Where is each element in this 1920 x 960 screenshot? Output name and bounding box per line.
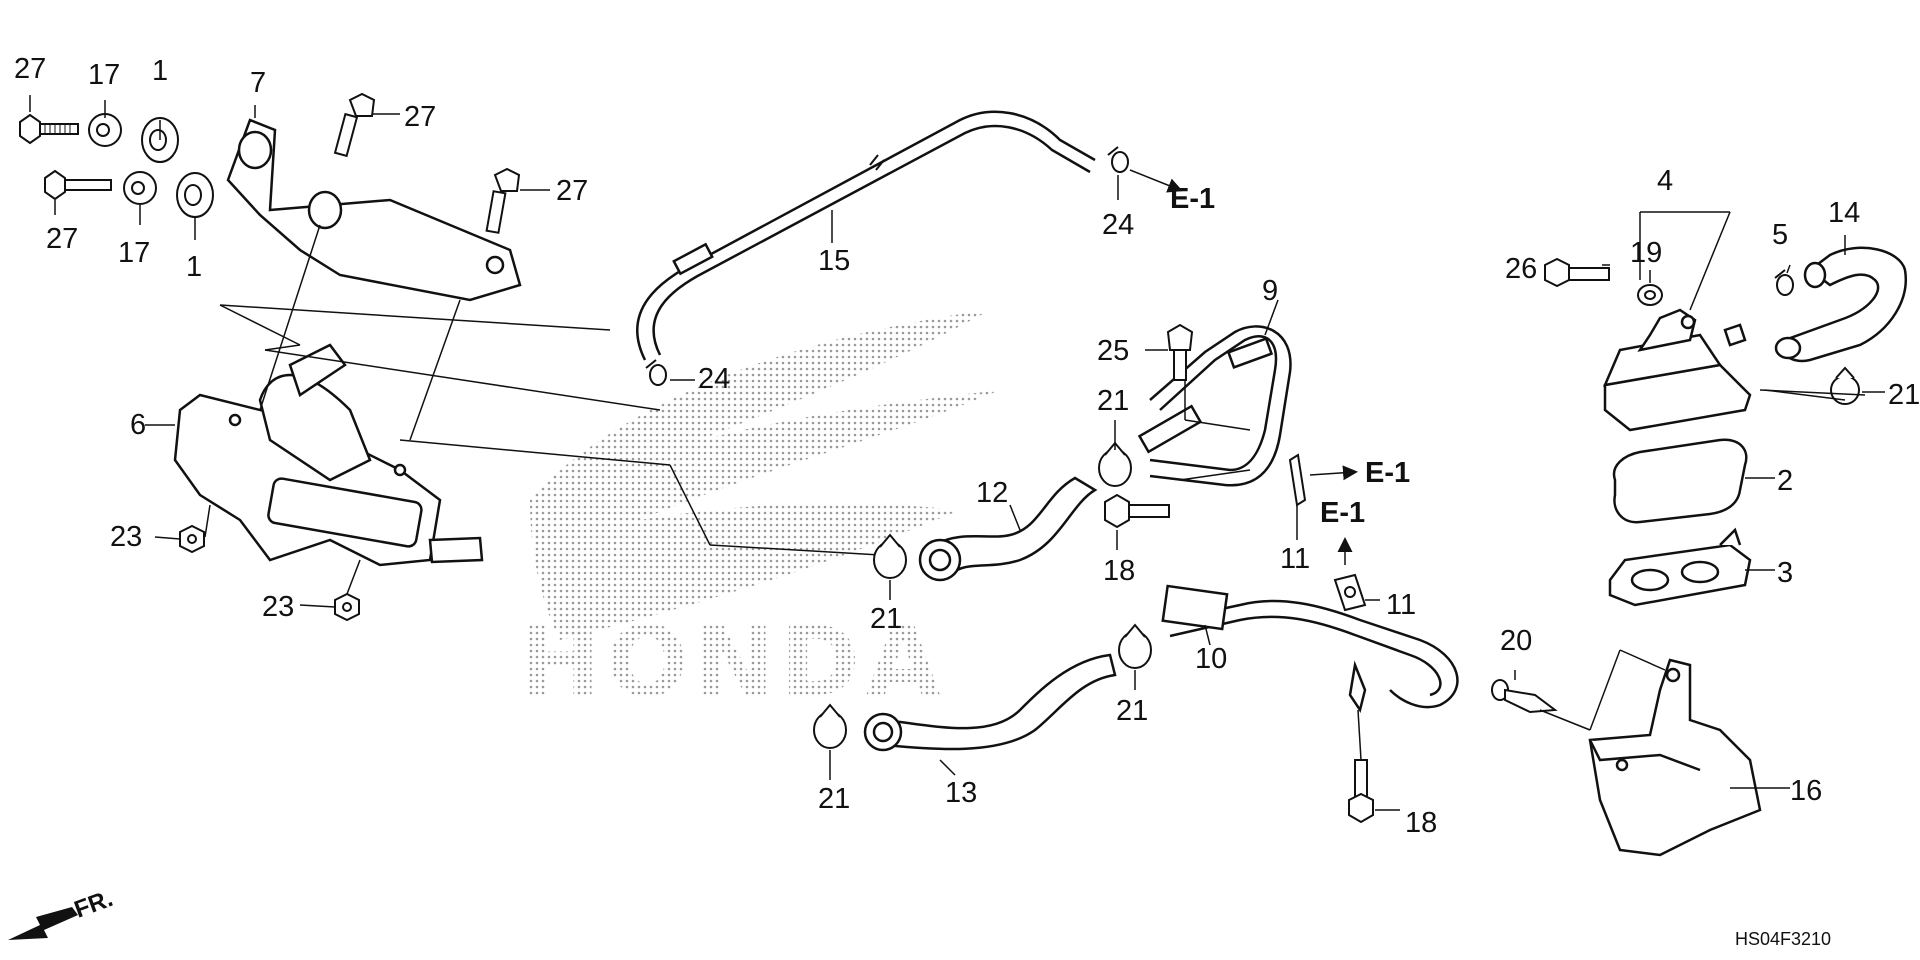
clip-24-b xyxy=(645,359,667,386)
washer-19 xyxy=(1637,284,1663,306)
callout-18: 18 xyxy=(1405,807,1437,839)
fuel-hose-13 xyxy=(863,653,1117,752)
honda-watermark-text: HONDA xyxy=(520,606,946,718)
callout-6: 6 xyxy=(130,409,146,441)
leader-lines-right xyxy=(1514,211,1885,789)
fuel-pump-6 xyxy=(173,343,484,567)
callout-27: 27 xyxy=(404,101,436,133)
gasket-11-a xyxy=(1288,453,1307,507)
callout-27: 27 xyxy=(556,175,588,207)
callout-17: 17 xyxy=(118,237,150,269)
clip-24-a xyxy=(1107,146,1129,173)
callout-1: 1 xyxy=(186,251,202,283)
callout-14: 14 xyxy=(1828,197,1860,229)
callout-23: 23 xyxy=(110,521,142,553)
cover-16 xyxy=(1588,658,1762,857)
nut-23-b xyxy=(334,592,360,622)
callout-27: 27 xyxy=(14,53,46,85)
callout-12: 12 xyxy=(976,477,1008,509)
bolt-27-c xyxy=(44,169,112,201)
bolt-27-d xyxy=(485,167,521,234)
nut-23-a xyxy=(179,524,205,554)
front-direction-label: FR. xyxy=(71,885,117,924)
bolt-18-a xyxy=(1104,493,1170,529)
vent-hose-15 xyxy=(636,110,1096,361)
clamp-21-c xyxy=(1118,623,1152,669)
leader-lines-center xyxy=(829,299,1400,811)
callout-21: 21 xyxy=(870,603,902,635)
hose-14 xyxy=(1774,246,1908,363)
callout-18: 18 xyxy=(1103,555,1135,587)
reference-e1: E-1 xyxy=(1170,183,1215,215)
callout-11: 11 xyxy=(1280,543,1310,575)
bolt-18-b xyxy=(1348,759,1374,824)
clamp-21-d xyxy=(813,703,847,749)
pipe-9 xyxy=(1137,325,1292,487)
callout-10: 10 xyxy=(1195,643,1227,675)
pipe-10 xyxy=(1161,584,1459,714)
callout-15: 15 xyxy=(818,245,850,277)
callout-24: 24 xyxy=(698,363,730,395)
callout-26: 26 xyxy=(1505,253,1537,285)
rivet-20 xyxy=(1491,679,1558,714)
leader-lines-mid-top xyxy=(670,169,1183,381)
callout-2: 2 xyxy=(1777,465,1793,497)
callout-17: 17 xyxy=(88,59,120,91)
clamp-21-b xyxy=(873,533,907,579)
figure-code: HS04F3210 xyxy=(1735,929,1831,949)
gasket-11-b xyxy=(1333,573,1367,612)
callout-21: 21 xyxy=(1888,379,1920,411)
callout-21: 21 xyxy=(818,783,850,815)
callout-1: 1 xyxy=(152,55,168,87)
holder-3 xyxy=(1608,527,1752,607)
reference-e1: E-1 xyxy=(1320,497,1365,529)
callout-13: 13 xyxy=(945,777,977,809)
front-direction-arrow xyxy=(8,907,78,940)
bolt-27-a xyxy=(19,113,79,145)
callout-19: 19 xyxy=(1630,237,1662,269)
leader-lines-left xyxy=(29,95,881,608)
callout-16: 16 xyxy=(1790,775,1822,807)
callout-7: 7 xyxy=(250,67,266,99)
bolt-27-b xyxy=(333,92,376,158)
callout-11: 11 xyxy=(1386,589,1416,621)
reference-e1: E-1 xyxy=(1365,457,1410,489)
callout-24: 24 xyxy=(1102,209,1134,241)
grommet-1-b xyxy=(176,172,214,218)
callout-21: 21 xyxy=(1116,695,1148,727)
fuel-hose-12 xyxy=(918,476,1098,582)
callout-5: 5 xyxy=(1772,219,1788,251)
pad-2 xyxy=(1612,438,1748,524)
callout-21: 21 xyxy=(1097,385,1129,417)
callout-labels: 27 17 1 7 27 27 17 1 27 6 23 23 15 24 24… xyxy=(14,53,1920,839)
bracket-7 xyxy=(226,118,522,302)
callout-9: 9 xyxy=(1262,275,1278,307)
callout-27: 27 xyxy=(46,223,78,255)
callout-20: 20 xyxy=(1500,625,1532,657)
bolt-25 xyxy=(1166,323,1194,381)
callout-4: 4 xyxy=(1657,165,1673,197)
bolt-26 xyxy=(1544,257,1610,288)
washer-17-a xyxy=(88,113,122,147)
honda-wing-logo xyxy=(530,310,1000,640)
callout-3: 3 xyxy=(1777,557,1793,589)
callout-25: 25 xyxy=(1097,335,1129,367)
clamp-21-e xyxy=(1830,366,1860,405)
callout-23: 23 xyxy=(262,591,294,623)
canister-4 xyxy=(1602,308,1752,432)
washer-17-b xyxy=(123,171,157,205)
clip-5 xyxy=(1774,269,1794,296)
